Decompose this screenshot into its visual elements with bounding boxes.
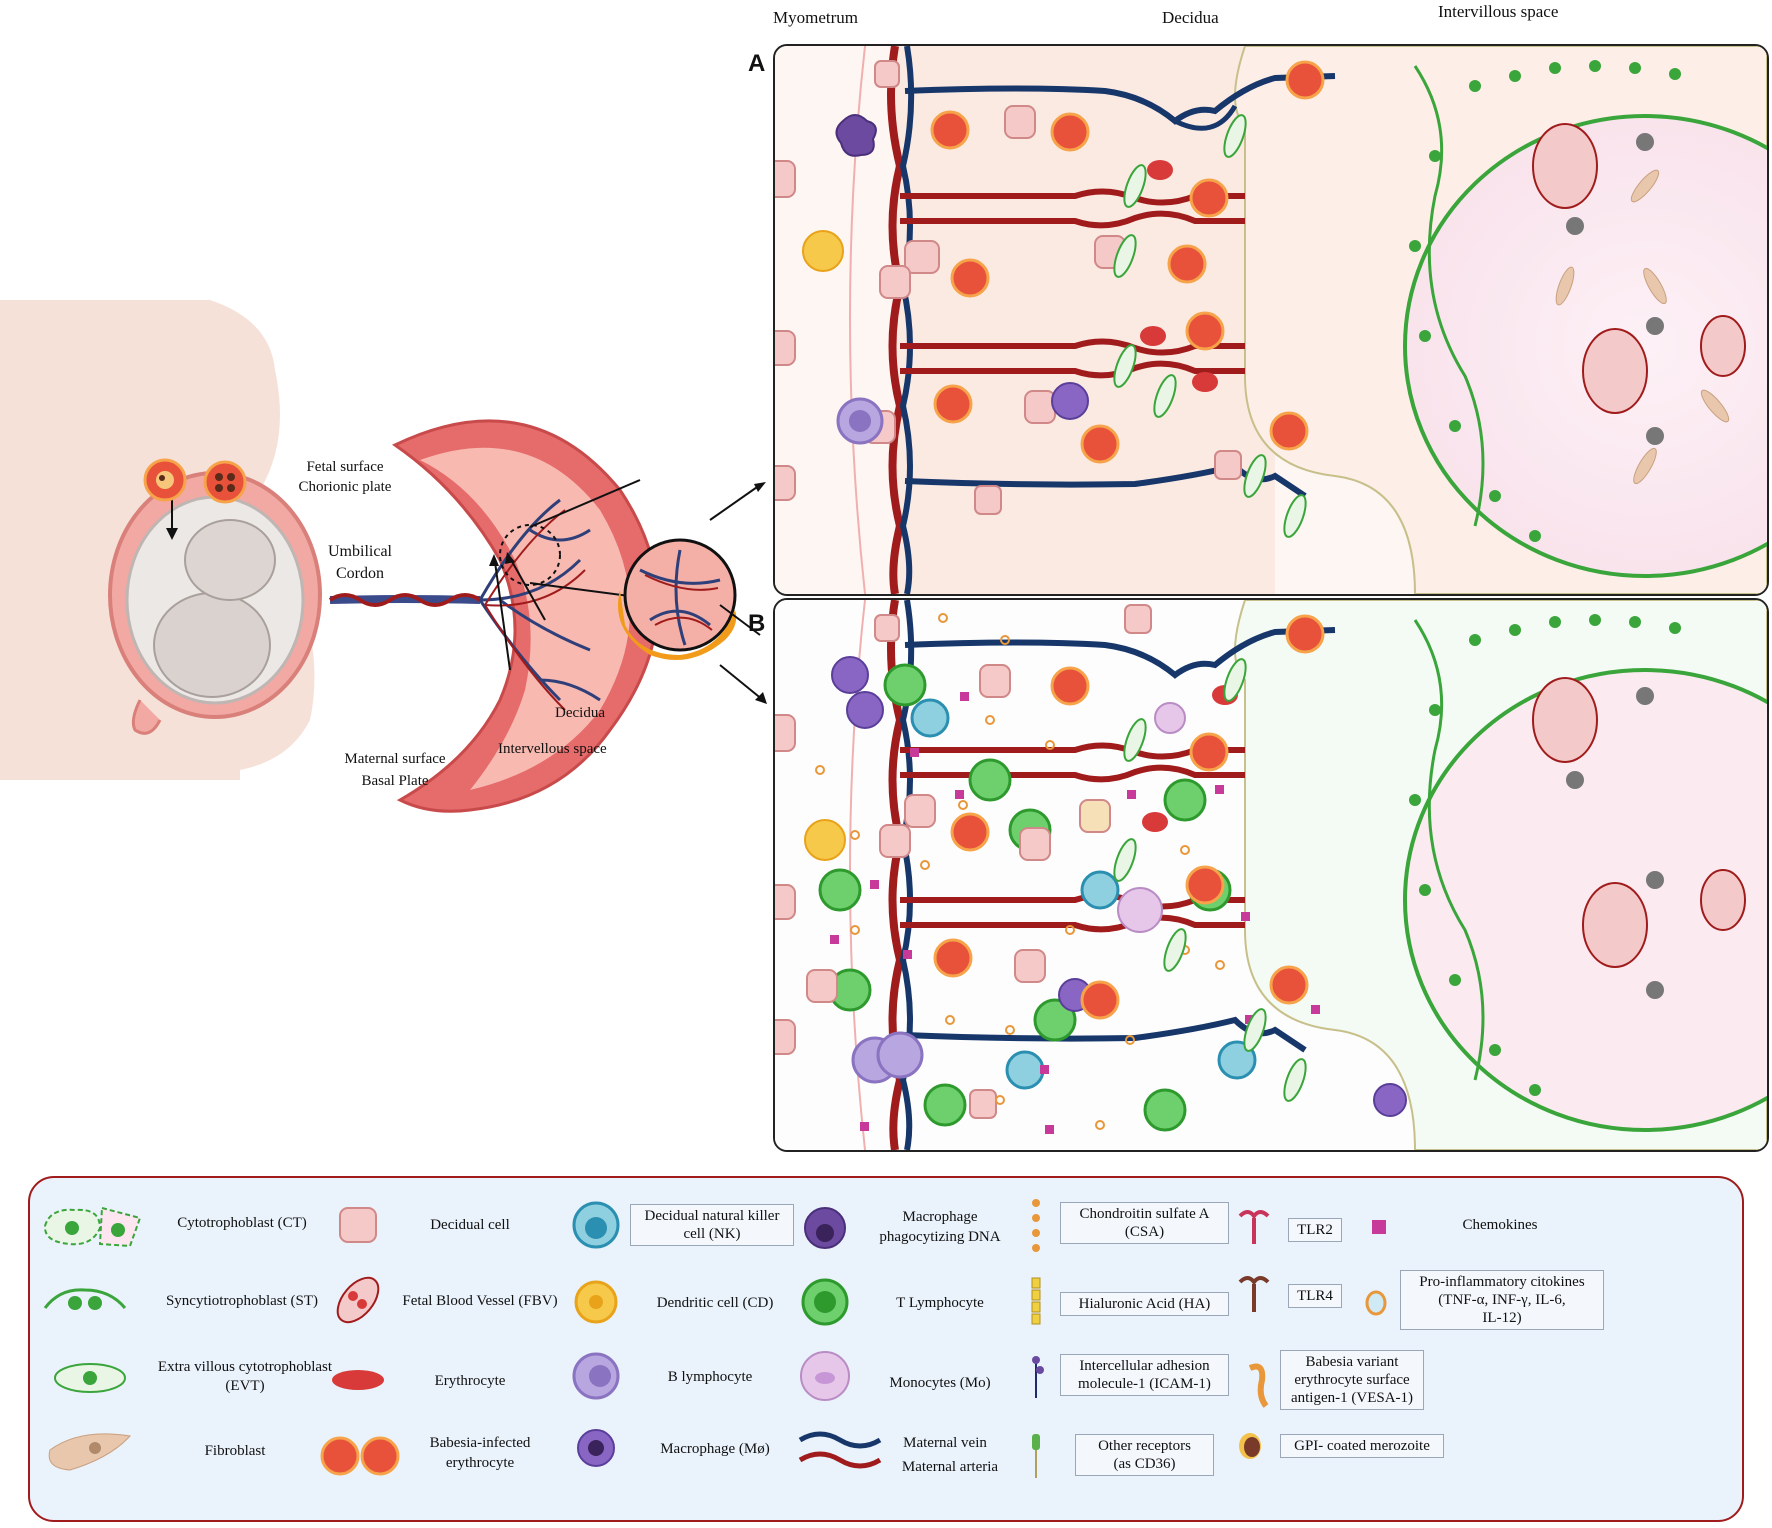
basal-plate-label: Basal Plate xyxy=(361,773,429,789)
b-lymphocyte-icon xyxy=(572,1352,620,1400)
legend-csa: Chondroitin sulfate A (CSA) xyxy=(1060,1202,1229,1244)
legend-ct: Cytotrophoblast (CT) xyxy=(177,1215,307,1231)
legend-icam-1: Intercellular adhesion xyxy=(1079,1358,1210,1374)
zoom-arrows xyxy=(709,482,766,636)
legend-nk: Decidual natural killer cell (NK) xyxy=(630,1204,794,1246)
arrow-to-b xyxy=(719,664,767,704)
dendritic-cell-icon xyxy=(574,1280,618,1324)
legend-chemokines: Chemokines xyxy=(1462,1217,1538,1233)
legend-fibroblast: Fibroblast xyxy=(204,1443,266,1459)
erythrocyte-icon xyxy=(332,1370,384,1390)
legend-csa-2: (CSA) xyxy=(1124,1224,1165,1240)
legend-t-lymph: T Lymphocyte xyxy=(896,1295,984,1311)
evt-icon xyxy=(54,1363,126,1393)
panel-a-svg xyxy=(775,46,1767,594)
legend-vesa-3: antigen-1 (VESA-1) xyxy=(1290,1390,1414,1406)
legend-monocyte: Monocytes (Mo) xyxy=(889,1375,991,1391)
monocyte-icon xyxy=(800,1351,850,1401)
cytokines-icon xyxy=(1365,1290,1387,1316)
legend-box: Cytotrophoblast (CT) Syncytiotrophoblast… xyxy=(28,1176,1744,1522)
legend-decidual-cell: Decidual cell xyxy=(430,1217,510,1233)
chorionic-plate-label: Chorionic plate xyxy=(298,479,392,495)
syncytiotrophoblast-icon xyxy=(43,1288,127,1310)
tlr2-icon xyxy=(1238,1210,1270,1244)
legend-cyto-1: Pro-inflammatory citokines xyxy=(1419,1274,1585,1290)
cordon-label: Cordon xyxy=(336,565,384,582)
intervillous-pointer-label: Intervellous space xyxy=(498,741,607,757)
panel-a-letter: A xyxy=(748,50,766,77)
icam-icon xyxy=(1032,1356,1044,1398)
decidual-cell-icon xyxy=(339,1207,377,1243)
legend-gpi: GPI- coated merozoite xyxy=(1280,1434,1444,1458)
legend-fbv: Fetal Blood Vessel (FBV) xyxy=(402,1293,558,1309)
chemokines-icon xyxy=(1372,1220,1386,1234)
legend-vesa-1: Babesia variant xyxy=(1305,1354,1399,1370)
legend-macrophage: Macrophage (Mø) xyxy=(660,1441,770,1457)
decidua-pointer-label: Decidua xyxy=(555,705,605,721)
myometrum-header: Myometrum xyxy=(773,8,858,27)
legend-mac-dna-2: phagocytizing DNA xyxy=(879,1229,1001,1245)
magnified-placenta-icon xyxy=(618,538,737,660)
legend-other-1: Other receptors xyxy=(1098,1438,1191,1454)
legend-csa-1: Chondroitin sulfate A xyxy=(1079,1206,1210,1222)
panel-a xyxy=(773,44,1769,596)
legend-cyto-2: (TNF-α, INF-γ, IL-6, xyxy=(1438,1292,1566,1308)
legend-vesa: Babesia variant erythrocyte surface anti… xyxy=(1280,1350,1424,1410)
legend-babesia-1: Babesia-infected xyxy=(429,1435,531,1451)
legend-nk-2: cell (NK) xyxy=(683,1226,741,1242)
legend-tlr2: TLR2 xyxy=(1288,1218,1342,1242)
legend-st: Syncytiotrophoblast (ST) xyxy=(165,1293,319,1309)
legend-ha: Hialuronic Acid (HA) xyxy=(1060,1292,1229,1316)
legend-erythrocyte: Erythrocyte xyxy=(434,1373,506,1389)
legend-vein: Maternal vein xyxy=(903,1435,987,1451)
maternal-surface-label: Maternal surface xyxy=(344,751,446,767)
fibroblast-icon xyxy=(48,1433,131,1471)
panel-a-cells xyxy=(775,60,1746,542)
cytotrophoblast-icon xyxy=(43,1206,142,1248)
fetal-surface-label: Fetal surface xyxy=(306,459,384,475)
legend-other-2: (as CD36) xyxy=(1113,1456,1176,1472)
pregnancy-svg xyxy=(0,300,661,813)
panel-b xyxy=(773,598,1769,1152)
panel-b-svg xyxy=(775,600,1767,1150)
legend-tlr4: TLR4 xyxy=(1288,1284,1342,1308)
legend-mac-dna-1: Macrophage xyxy=(902,1209,978,1225)
decidua-header: Decidua xyxy=(1162,8,1219,27)
umbilical-label: Umbilical xyxy=(328,543,392,560)
csa-icon xyxy=(1032,1199,1040,1252)
legend-babesia-2: erythrocyte xyxy=(445,1455,515,1471)
legend-nk-1: Decidual natural killer xyxy=(644,1208,780,1224)
t-lymphocyte-icon xyxy=(801,1278,849,1326)
other-receptors-icon xyxy=(1032,1434,1040,1478)
babesia-infected-icon xyxy=(320,1436,400,1476)
panel-b-letter: B xyxy=(748,610,766,637)
intervillous-header: Intervillous space xyxy=(1438,2,1559,21)
macrophage-dna-icon xyxy=(804,1207,846,1249)
legend-evt-1: Extra villous cytotrophoblast xyxy=(157,1359,333,1375)
legend-vesa-2: erythrocyte surface xyxy=(1294,1372,1410,1388)
legend-evt-2: (EVT) xyxy=(225,1378,265,1394)
legend-cyto-3: IL-12) xyxy=(1482,1310,1522,1326)
ha-icon xyxy=(1031,1277,1041,1325)
legend-dc: Dendritic cell (CD) xyxy=(656,1295,774,1311)
legend-b-lymph: B lymphocyte xyxy=(667,1369,753,1385)
nk-cell-icon xyxy=(572,1201,620,1249)
babesia-pair-icon xyxy=(143,458,247,504)
legend-other: Other receptors (as CD36) xyxy=(1075,1434,1214,1476)
vesa-icon xyxy=(1248,1363,1269,1408)
legend-artery: Maternal arteria xyxy=(901,1459,999,1475)
legend-icam: Intercellular adhesion molecule-1 (ICAM-… xyxy=(1060,1354,1229,1396)
macrophage-icon xyxy=(577,1429,615,1467)
vessel-icon xyxy=(798,1431,882,1469)
legend-icam-2: molecule-1 (ICAM-1) xyxy=(1078,1376,1211,1392)
legend-icons xyxy=(43,1199,1387,1478)
fbv-icon xyxy=(336,1276,380,1324)
legend-cytokines: Pro-inflammatory citokines (TNF-α, INF-γ… xyxy=(1400,1270,1604,1330)
gpi-merozoite-icon xyxy=(1239,1433,1261,1459)
tlr4-icon xyxy=(1238,1276,1270,1312)
